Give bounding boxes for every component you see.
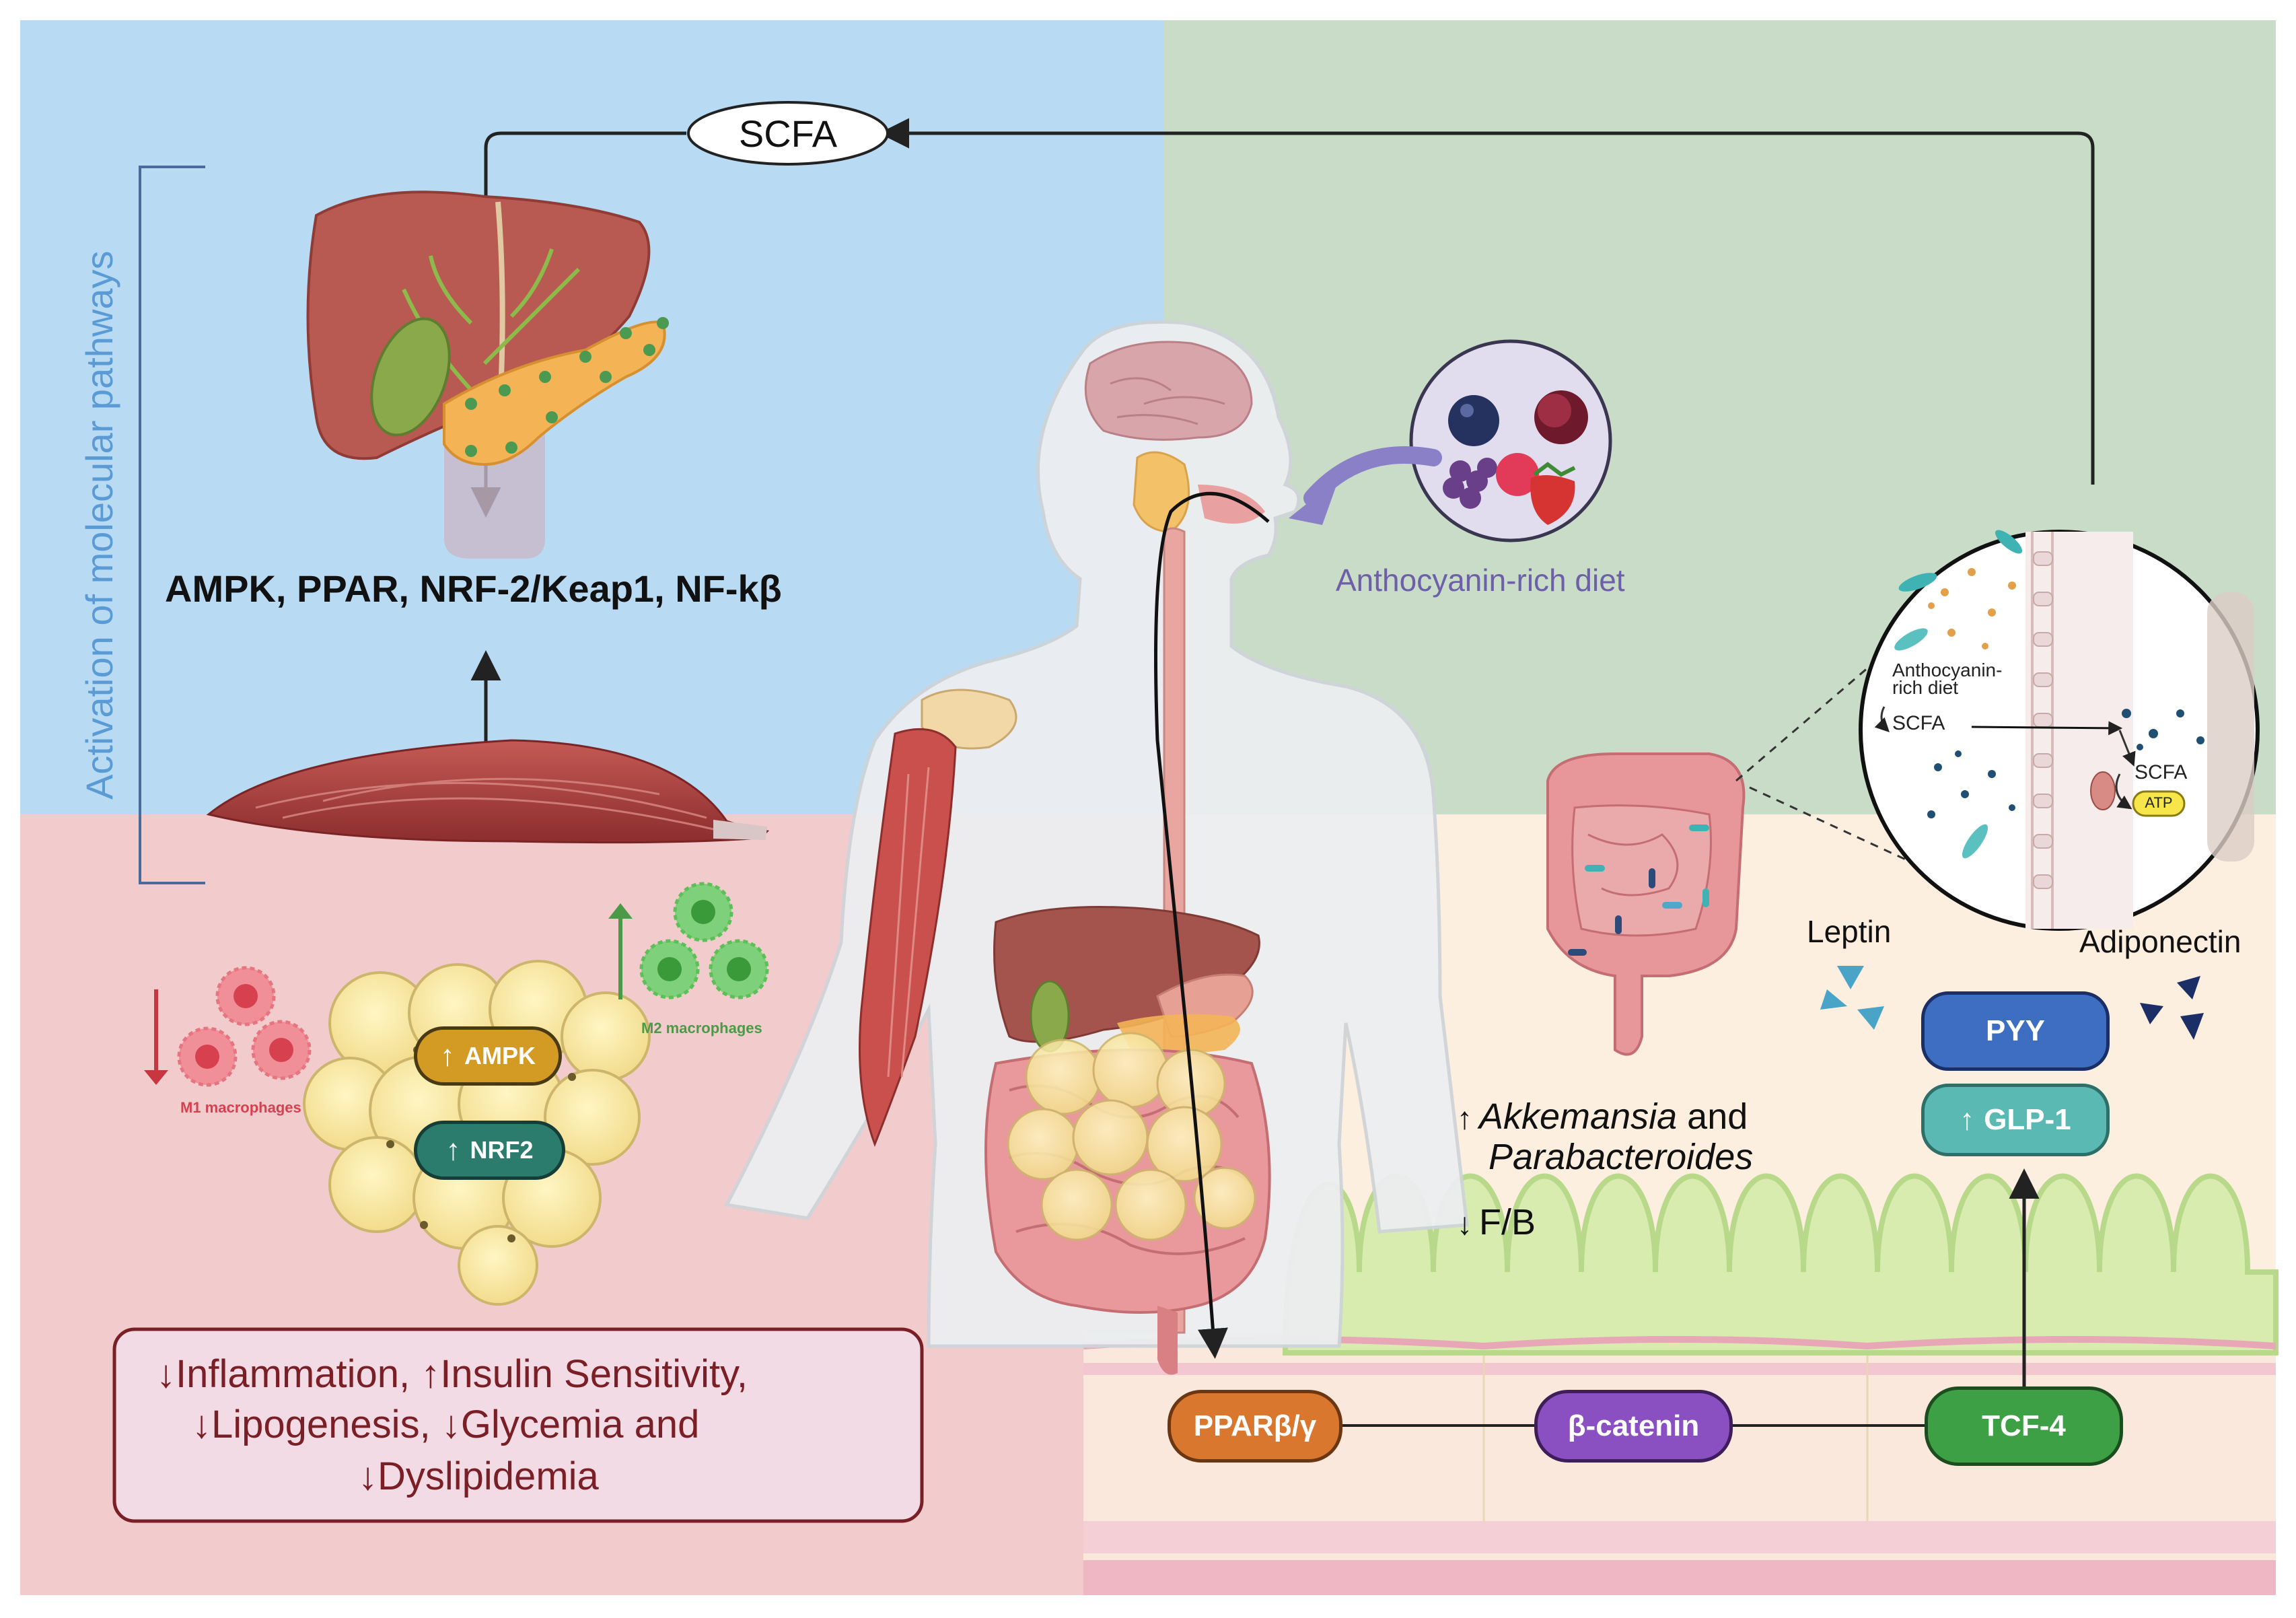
fb-ratio-line: ↓F/B — [1457, 1201, 1536, 1243]
akkemansia-up-arrow: ↑ — [1457, 1100, 1472, 1135]
scfa-loop — [470, 101, 2095, 518]
dyslipidemia-label: Dyslipidemia — [378, 1454, 599, 1498]
leptin-label: Leptin — [1807, 914, 1892, 949]
adiponectin-label: Adiponectin — [2079, 924, 2241, 959]
colon — [1546, 752, 1746, 1056]
m2-macrophages-label: M2 macrophages — [641, 1020, 762, 1036]
m1-macrophages — [177, 966, 312, 1087]
beta-catenin-pill: β-catenin — [1534, 1390, 1733, 1463]
insulin-label: Insulin Sensitivity, — [440, 1352, 748, 1396]
scfa-ellipse — [687, 101, 889, 166]
ampk-label: AMPK — [464, 1042, 536, 1069]
activation-bracket — [139, 166, 205, 884]
adiponectin-molecules — [2140, 976, 2204, 1040]
akkemansia-and: and — [1687, 1096, 1748, 1137]
nrf2-label: NRF2 — [470, 1136, 534, 1164]
glp1-up-arrow: ↑ — [1960, 1103, 1975, 1136]
outcomes-box — [112, 1327, 924, 1523]
ppar-label: PPARβ/γ — [1193, 1409, 1317, 1442]
glp1-label: GLP-1 — [1984, 1103, 2071, 1136]
fb-down-arrow: ↓ — [1457, 1206, 1472, 1241]
akkemansia-label: Akkemansia — [1479, 1096, 1678, 1137]
anthocyanin-diet-label: Anthocyanin-rich diet — [1336, 563, 1625, 598]
inset-scfa-left: SCFA — [1892, 712, 1945, 734]
lipogenesis-down-arrow: ↓ — [192, 1403, 211, 1446]
outcome-line-2: ↓Lipogenesis, ↓Glycemia and — [192, 1402, 699, 1447]
zoom-line-top — [1735, 658, 1878, 782]
dyslipidemia-down-arrow: ↓ — [358, 1454, 378, 1498]
m1-down-arrowhead — [144, 1070, 168, 1085]
fb-ratio-label: F/B — [1479, 1202, 1536, 1242]
nrf2-pill: ↑ NRF2 — [414, 1121, 565, 1180]
tcf4-pill: TCF-4 — [1925, 1386, 2123, 1466]
ampk-up-arrow: ↑ — [440, 1039, 455, 1072]
inset-atp: ATP — [2145, 794, 2173, 811]
inflammation-down-arrow: ↓ — [156, 1352, 176, 1396]
parabacteroides-label: Parabacteroides — [1488, 1137, 1754, 1177]
anthocyanin-food — [1409, 339, 1612, 542]
pyy-label: PYY — [1985, 1014, 2046, 1047]
diet-intake-arrow — [1303, 446, 1442, 507]
liver-pancreas — [306, 190, 669, 559]
outcome-line-1: ↓Inflammation, ↑Insulin Sensitivity, — [156, 1351, 748, 1397]
inset-diet-line1: Anthocyanin- — [1892, 660, 2003, 680]
pyy-pill: PYY — [1921, 991, 2110, 1071]
tcf4-label: TCF-4 — [1982, 1409, 2066, 1442]
m2-macrophages — [639, 882, 769, 999]
nrf2-up-arrow: ↑ — [445, 1133, 461, 1166]
insulin-up-arrow: ↑ — [421, 1352, 441, 1396]
m2-up-arrowhead — [608, 903, 633, 919]
beta-catenin-label: β-catenin — [1567, 1409, 1700, 1442]
glp1-pill: ↑ GLP-1 — [1921, 1084, 2110, 1156]
inset-scfa-right: SCFA — [2134, 761, 2188, 783]
diet-intake-arrowhead — [1289, 478, 1339, 525]
glycemia-label: Glycemia and — [460, 1403, 700, 1446]
microbiome-inset — [1859, 530, 2260, 931]
ampk-pill: ↑ AMPK — [414, 1026, 562, 1086]
scfa-label: SCFA — [738, 112, 838, 155]
inset-diet-line2: rich diet — [1892, 677, 1959, 698]
akkemansia-line: ↑Akkemansia and — [1457, 1096, 1748, 1137]
intestinal-wall — [1083, 1173, 2279, 1595]
glycemia-down-arrow: ↓ — [441, 1403, 461, 1446]
molecular-pathways-label: AMPK, PPAR, NRF-2/Keap1, NF-kβ — [165, 567, 782, 610]
digestion-arrow — [1154, 491, 1270, 1359]
visceral-adipose — [1007, 1032, 1256, 1241]
inflammation-label: Inflammation, — [176, 1352, 410, 1396]
leptin-molecules — [1820, 966, 1884, 1030]
muscle — [206, 739, 770, 844]
activation-axis-label: Activation of molecular pathways — [78, 250, 120, 800]
lipogenesis-label: Lipogenesis, — [211, 1403, 431, 1446]
zoom-line-bottom — [1749, 786, 1925, 870]
m1-macrophages-label: M1 macrophages — [180, 1099, 301, 1116]
ppar-pill: PPARβ/γ — [1168, 1390, 1342, 1463]
outcome-line-3: ↓Dyslipidemia — [358, 1454, 599, 1499]
